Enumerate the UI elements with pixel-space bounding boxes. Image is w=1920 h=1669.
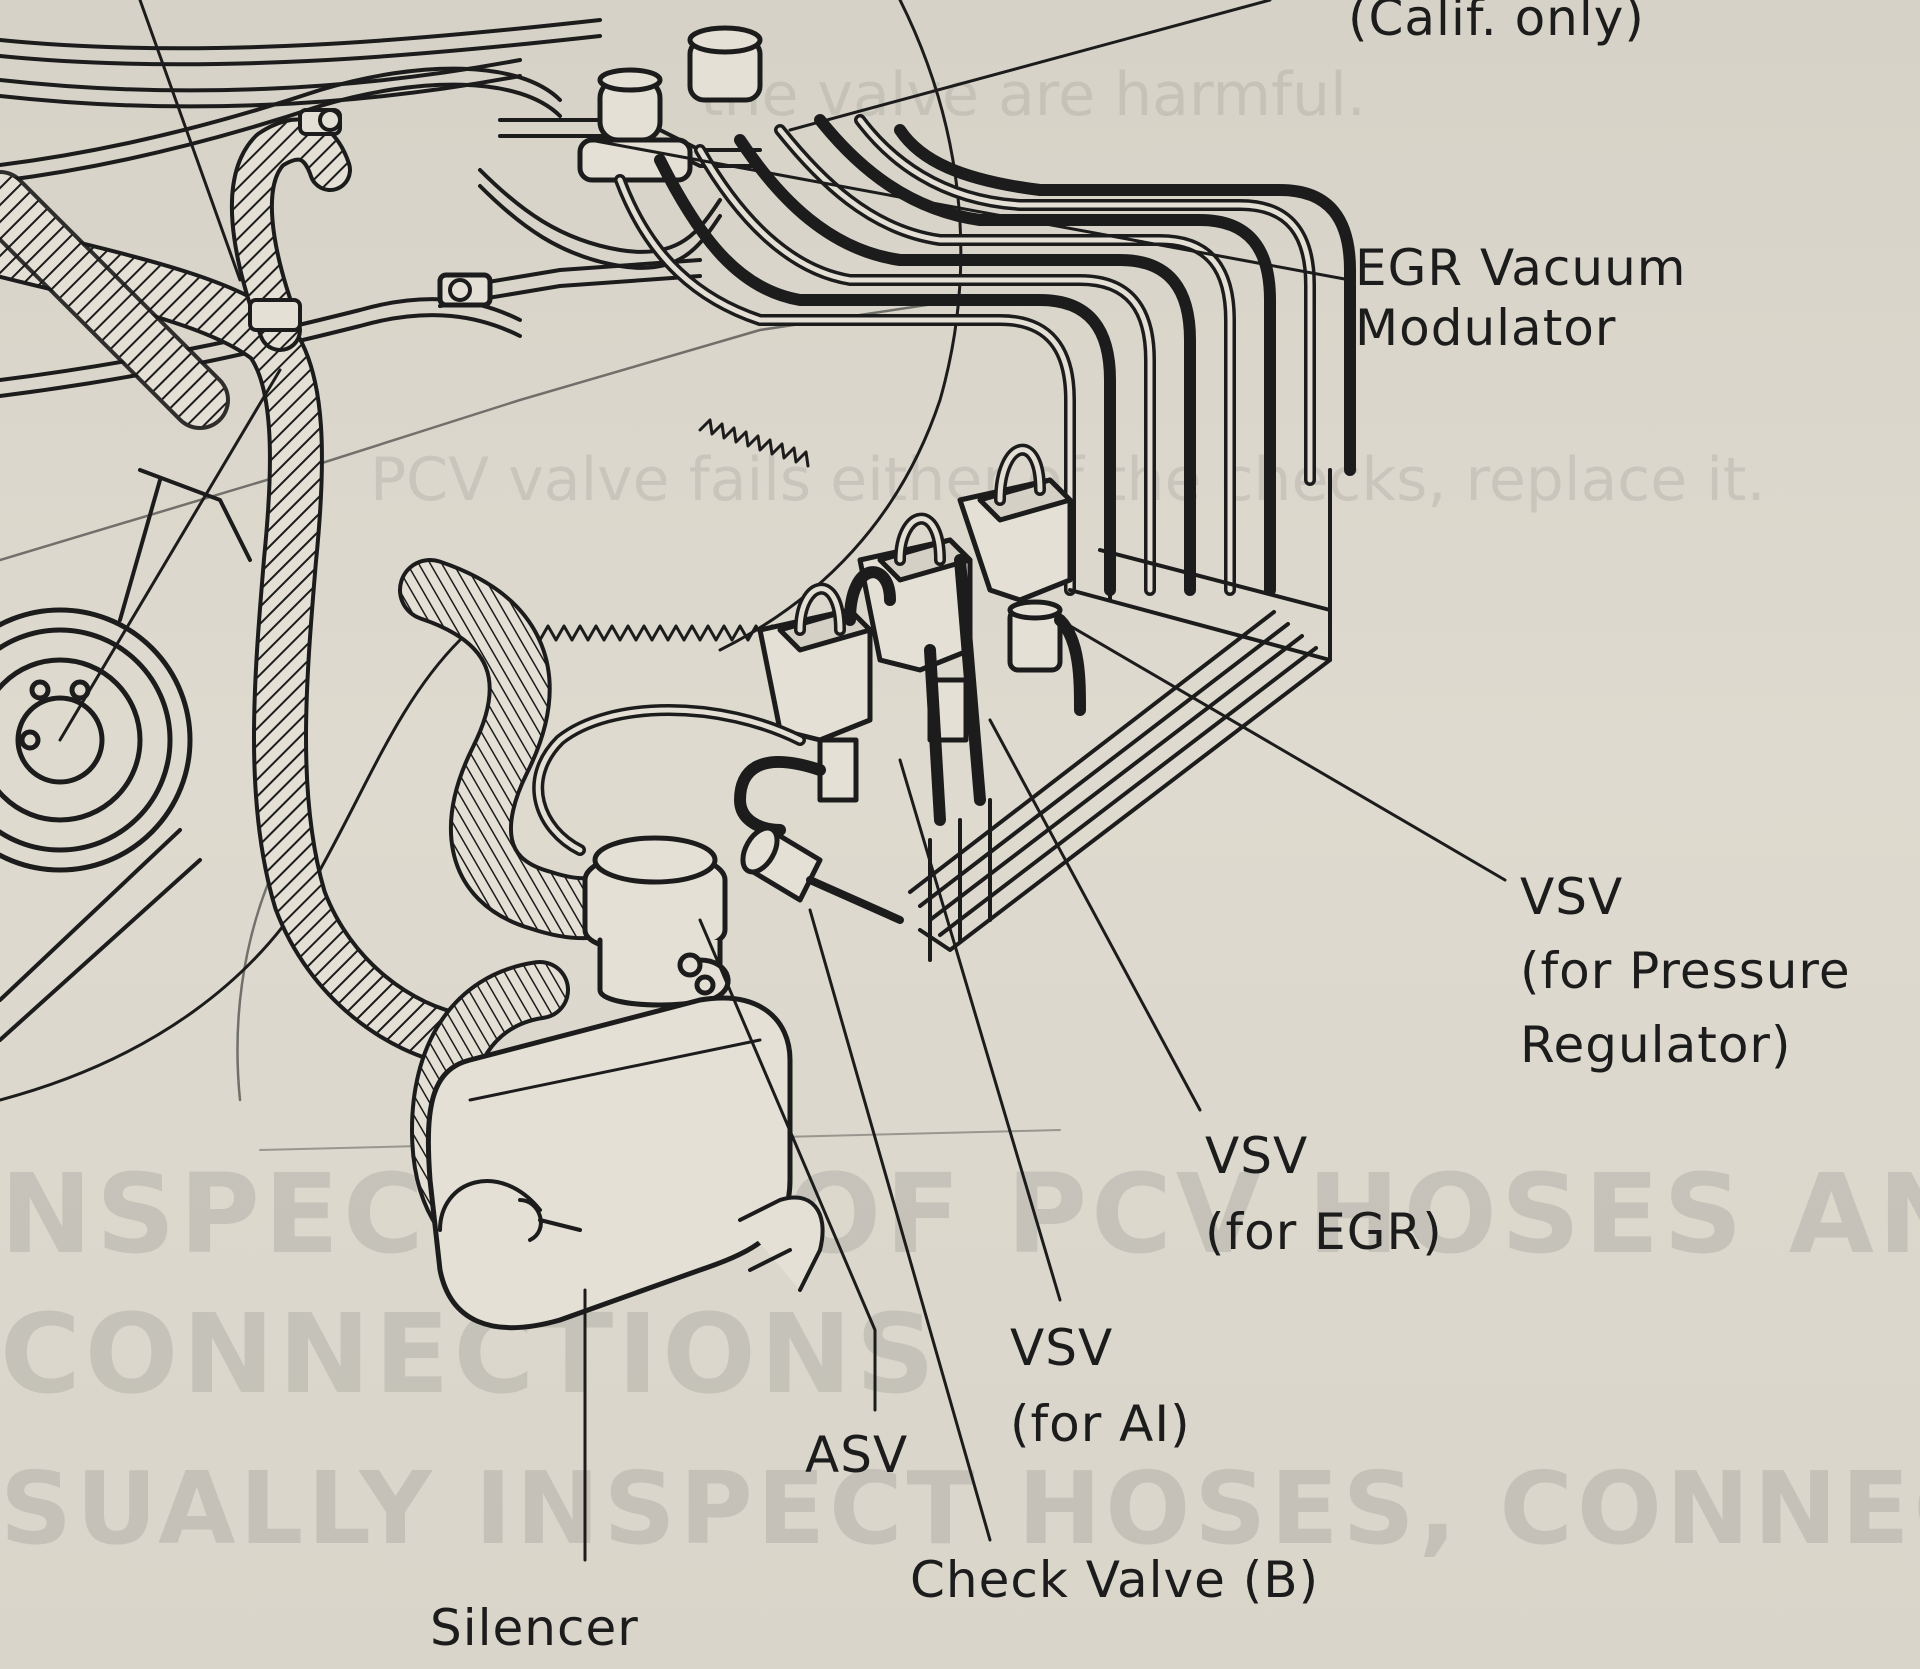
asv-valve [582, 835, 731, 1008]
leader-calif-only [788, 0, 1272, 132]
label-egr-line-2: Modulator [1355, 299, 1617, 357]
label-vsv-pressure-regulator: VSV (for Pressure Regulator) [1520, 860, 1851, 1082]
label-vsv-ai-line-1: VSV [1010, 1319, 1114, 1377]
leader-vsv-egr [988, 718, 1202, 1112]
crank-pulley [0, 607, 193, 873]
silencer-body [425, 995, 825, 1331]
leader-egr-modulator [588, 138, 1352, 282]
label-vsv-egr-line-1: VSV [1205, 1127, 1309, 1185]
label-vsv-ai-line-2: (for AI) [1010, 1395, 1191, 1453]
tubing-bracket [908, 468, 1332, 962]
label-vsv-egr: VSV (for EGR) [1205, 1118, 1443, 1270]
label-silencer: Silencer [430, 1599, 639, 1657]
label-vsv-pressure-line-2: (for Pressure [1520, 942, 1851, 1000]
bleed-through-heading-1: NSPECTION OF PCV HOSES AND [0, 1150, 1920, 1278]
label-calif-only: (Calif. only) [1348, 0, 1645, 47]
leader-check-valve [808, 908, 992, 1542]
label-vsv-pressure-line-3: Regulator) [1520, 1016, 1792, 1074]
leader-vsv-pressure [1058, 618, 1507, 882]
label-vsv-ai: VSV (for AI) [1010, 1310, 1191, 1462]
label-egr-line-1: EGR Vacuum [1355, 239, 1687, 297]
label-egr-vacuum-modulator: EGR Vacuum Modulator [1355, 238, 1687, 358]
leader-top-left-2 [58, 368, 282, 742]
leader-lines [58, 0, 1507, 1562]
label-vsv-pressure-line-1: VSV [1520, 868, 1624, 926]
check-valve-b [740, 825, 904, 924]
bleed-through-line-2: the valve are harmful. [700, 60, 1366, 130]
label-vsv-egr-line-2: (for EGR) [1205, 1203, 1443, 1261]
label-check-valve-b: Check Valve (B) [910, 1551, 1320, 1609]
leader-top-left-1 [138, 0, 242, 282]
label-asv: ASV [805, 1426, 909, 1484]
bleed-through-heading-3: SUALLY INSPECT HOSES, CONNECTIONS AND [0, 1450, 1920, 1567]
leader-vsv-ai [898, 758, 1062, 1302]
leader-asv [698, 918, 877, 1412]
